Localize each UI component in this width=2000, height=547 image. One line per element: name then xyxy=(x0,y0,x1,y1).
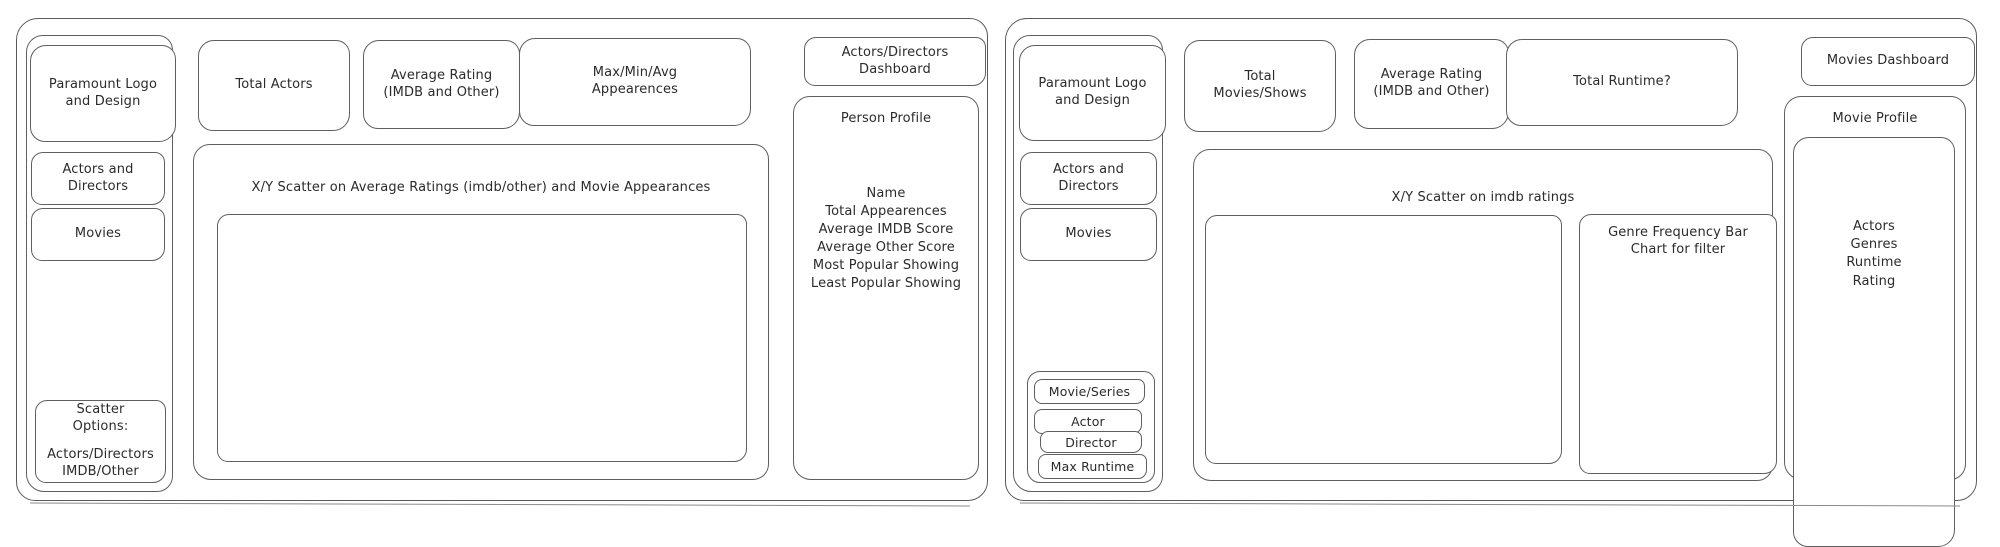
profile-field: Rating xyxy=(1852,273,1896,289)
profile-field: Least Popular Showing xyxy=(810,275,962,291)
sidebar-item-actors-directors[interactable]: Actors and Directors xyxy=(1020,152,1157,205)
stat-card-total-runtime: Total Runtime? xyxy=(1506,39,1738,126)
sidebar-item-actors-directors[interactable]: Actors and Directors xyxy=(31,152,165,205)
scatter-chart-title: X/Y Scatter on Average Ratings (imdb/oth… xyxy=(251,180,711,195)
filter-button-label: Director xyxy=(1065,434,1117,450)
profile-field: Average IMDB Score xyxy=(818,221,954,237)
stat-card-max-min-avg-appearances: Max/Min/Avg Appearences xyxy=(519,38,751,126)
scatter-chart-container: X/Y Scatter on Average Ratings (imdb/oth… xyxy=(193,144,769,480)
filter-button-actor[interactable]: Actor xyxy=(1034,409,1142,434)
filter-button-movie-series[interactable]: Movie/Series xyxy=(1034,379,1145,404)
filter-button-max-runtime[interactable]: Max Runtime xyxy=(1038,454,1147,479)
sidebar-item-label: Movies xyxy=(74,226,122,242)
logo-placeholder: Paramount Logo and Design xyxy=(1019,45,1166,141)
movie-profile-title: Movie Profile xyxy=(1832,111,1918,126)
stat-card-label: Total Actors xyxy=(235,77,313,93)
sidebar-item-movies[interactable]: Movies xyxy=(1020,208,1157,261)
filter-button-label: Actor xyxy=(1071,414,1105,429)
stat-card-label: Total Runtime? xyxy=(1573,74,1671,90)
filter-button-label: Movie/Series xyxy=(1048,384,1131,399)
scatter-chart-title: X/Y Scatter on imdb ratings xyxy=(1391,190,1575,205)
sidebar-item-movies[interactable]: Movies xyxy=(31,208,165,261)
stat-card-total-actors: Total Actors xyxy=(198,40,350,131)
stat-card-total-movies-shows: Total Movies/Shows xyxy=(1184,40,1336,132)
profile-field: Genres xyxy=(1850,237,1898,253)
scatter-options-heading: Scatter Options: xyxy=(72,402,129,435)
scatter-plot-area[interactable] xyxy=(217,214,747,462)
movie-profile-panel: Movie Profile Actors Genres Runtime Rati… xyxy=(1784,96,1966,547)
dashboard-title-box: Movies Dashboard xyxy=(1801,37,1975,86)
stat-card-label: Total Movies/Shows xyxy=(1213,69,1307,101)
profile-field: Name xyxy=(866,186,906,201)
sketch-underline xyxy=(30,502,970,507)
stat-card-label: Max/Min/Avg Appearences xyxy=(591,65,679,97)
profile-field: Average Other Score xyxy=(817,239,955,255)
scatter-options-panel[interactable]: Scatter Options: Actors/Directors IMDB/O… xyxy=(35,400,166,483)
actors-directors-dashboard-frame: Paramount Logo and Design Actors and Dir… xyxy=(16,18,988,501)
dashboard-title: Actors/Directors Dashboard xyxy=(841,44,949,77)
filter-button-label: Max Runtime xyxy=(1050,459,1135,474)
sidebar-item-label: Actors and Directors xyxy=(1052,161,1125,194)
logo-label: Paramount Logo and Design xyxy=(48,76,158,109)
filter-button-director[interactable]: Director xyxy=(1040,431,1142,453)
person-profile-fields: Name Total Appearences Average IMDB Scor… xyxy=(794,185,978,293)
profile-field: Actors xyxy=(1853,219,1895,234)
sidebar: Paramount Logo and Design Actors and Dir… xyxy=(26,35,176,492)
profile-field: Most Popular Showing xyxy=(812,257,960,273)
sidebar: Paramount Logo and Design Actors and Dir… xyxy=(1013,35,1166,492)
filter-button-group: Movie/Series Actor Director Max Runtime xyxy=(1027,371,1155,483)
genre-frequency-chart[interactable]: Genre Frequency Bar Chart for filter xyxy=(1579,214,1777,474)
genre-chart-title: Genre Frequency Bar Chart for filter xyxy=(1608,225,1748,257)
stat-card-average-rating: Average Rating (IMDB and Other) xyxy=(1354,39,1509,129)
person-profile-panel: Person Profile Name Total Appearences Av… xyxy=(793,96,979,480)
scatter-options-values: Actors/Directors IMDB/Other xyxy=(47,447,154,479)
dashboard-title-box: Actors/Directors Dashboard xyxy=(804,37,986,86)
scatter-chart-container: X/Y Scatter on imdb ratings Genre Freque… xyxy=(1193,149,1777,481)
movies-dashboard-frame: Paramount Logo and Design Actors and Dir… xyxy=(1005,18,1977,547)
sidebar-item-label: Actors and Directors xyxy=(62,161,134,194)
stat-card-label: Average Rating (IMDB and Other) xyxy=(1373,67,1490,99)
dashboard-title: Movies Dashboard xyxy=(1826,53,1950,69)
logo-placeholder: Paramount Logo and Design xyxy=(30,45,176,142)
sidebar-item-label: Movies xyxy=(1065,226,1112,242)
profile-field: Total Appearences xyxy=(825,203,947,219)
movie-profile-body: Actors Genres Runtime Rating xyxy=(1793,137,1955,547)
stat-card-average-rating: Average Rating (IMDB and Other) xyxy=(363,40,520,129)
logo-label: Paramount Logo and Design xyxy=(1038,76,1147,108)
profile-field: Runtime xyxy=(1846,255,1902,271)
stat-card-label: Average Rating (IMDB and Other) xyxy=(383,67,500,100)
person-profile-title: Person Profile xyxy=(840,111,932,126)
scatter-plot-area[interactable] xyxy=(1205,215,1562,464)
